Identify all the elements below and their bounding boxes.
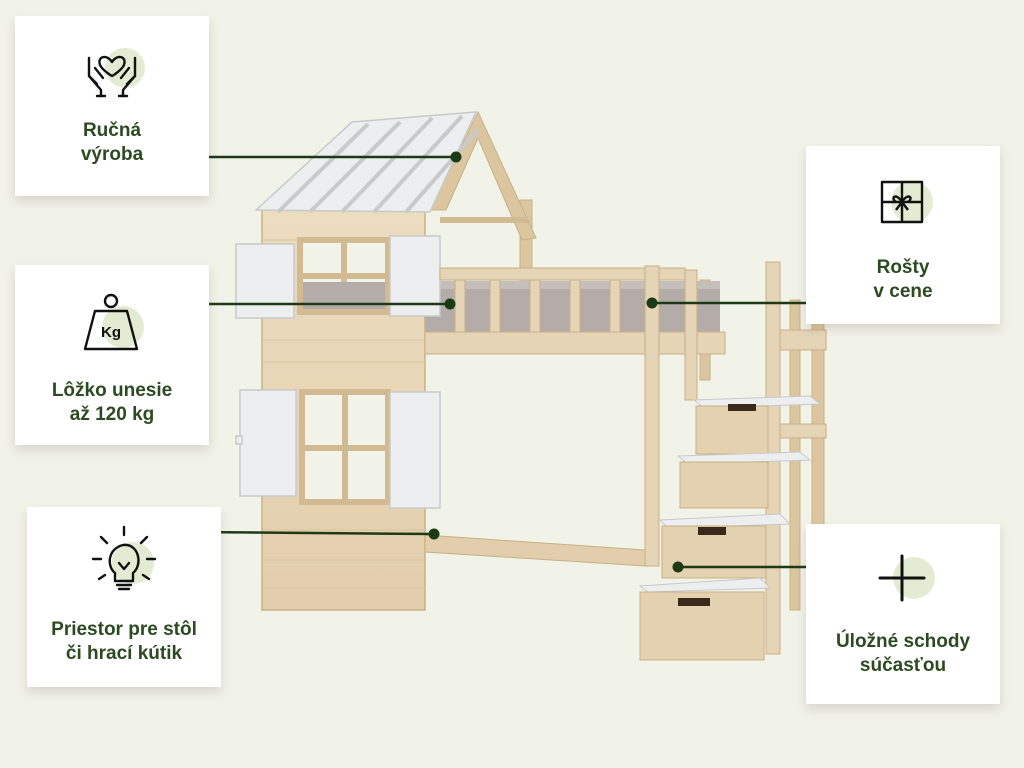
connector-dot-desk-space <box>428 528 440 540</box>
feature-card-capacity: Kg Lôžko unesie až 120 kg <box>15 265 209 445</box>
feature-card-stairs: Úložné schody súčasťou <box>806 524 1000 704</box>
gift-box-icon <box>806 168 1000 248</box>
feature-label-line2: výroba <box>80 144 144 165</box>
window-shutters <box>235 235 441 509</box>
feature-label-line2: či hrací kútik <box>65 643 183 664</box>
feature-label-line1: Úložné schody <box>835 631 971 652</box>
feature-label-line1: Priestor pre stôl <box>51 619 197 640</box>
hands-heart-icon <box>15 34 209 114</box>
feature-card-handmade: Ručná výroba <box>15 16 209 196</box>
feature-label-line1: Lôžko unesie <box>51 380 173 401</box>
connector-dot-capacity <box>444 298 456 310</box>
feature-label-line2: v cene <box>873 281 933 302</box>
feature-label-line1: Ručná <box>82 120 142 141</box>
weight-kg-icon: Kg <box>15 287 209 367</box>
bottom-rail <box>424 534 646 567</box>
house-roof <box>254 110 537 241</box>
connector-dot-handmade <box>450 151 462 163</box>
connector-dot-slats <box>646 297 658 309</box>
feature-card-slats: Rošty v cene <box>806 146 1000 324</box>
connector-desk-space <box>189 530 435 536</box>
lightbulb-icon <box>27 523 221 603</box>
feature-label-line2: až 120 kg <box>69 404 155 425</box>
storage-stairs <box>638 261 827 661</box>
connector-dot-stairs <box>672 561 684 573</box>
plus-icon <box>806 548 1000 628</box>
guardrail <box>424 265 726 567</box>
feature-label-line1: Rošty <box>876 257 930 278</box>
svg-text:Kg: Kg <box>101 324 121 341</box>
connector-dots <box>428 151 684 573</box>
feature-label-line2: súčasťou <box>859 655 947 676</box>
feature-card-desk-space: Priestor pre stôl či hrací kútik <box>27 507 221 687</box>
